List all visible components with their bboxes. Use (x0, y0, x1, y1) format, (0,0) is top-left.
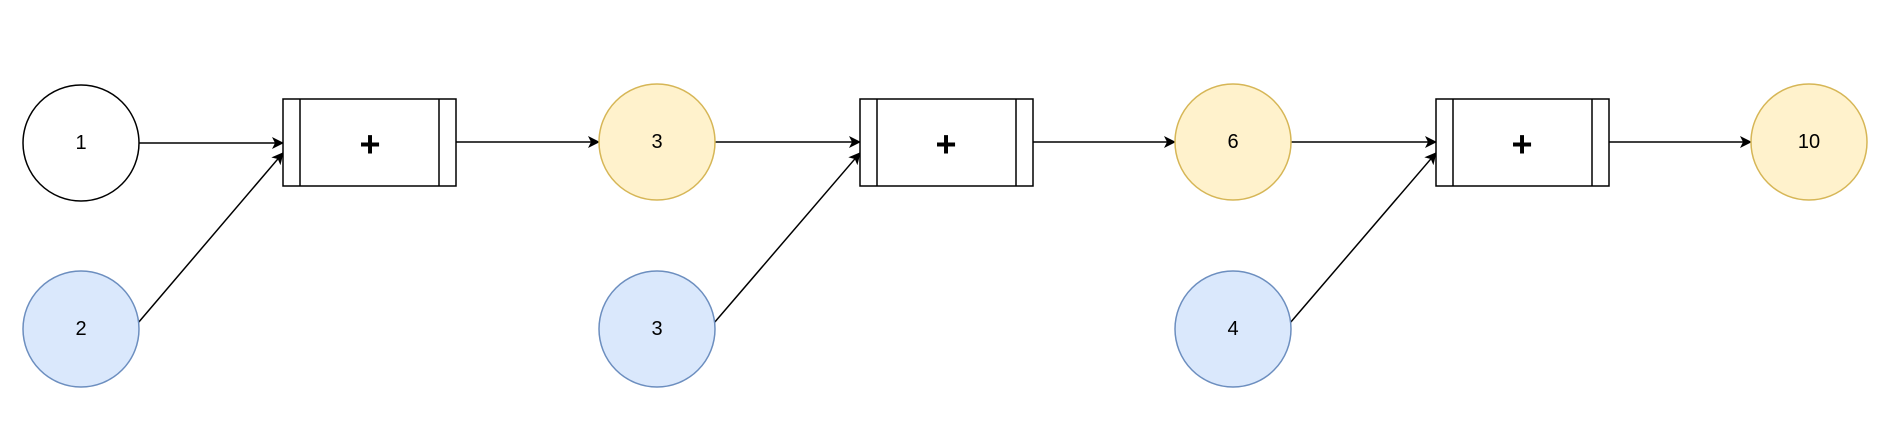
input-node-2: 2 (22, 270, 140, 388)
input-node-3: 3 (598, 270, 716, 388)
node-label: 6 (1227, 131, 1238, 153)
input-node-4: 4 (1174, 270, 1292, 388)
result-node-6: 6 (1174, 83, 1292, 201)
node-label: 3 (651, 318, 662, 340)
edge-n4-to-p3 (1289, 152, 1437, 324)
node-circle (598, 270, 716, 388)
node-circle (1750, 83, 1868, 201)
process-box (282, 98, 457, 187)
value-node-1: 1 (22, 84, 140, 202)
plus-operator-label: + (359, 124, 380, 165)
process-box (859, 98, 1034, 187)
node-circle (22, 270, 140, 388)
node-circle (1174, 83, 1292, 201)
add-process-1: + (282, 98, 457, 187)
plus-operator-label: + (1511, 124, 1532, 165)
node-circle (598, 83, 716, 201)
node-label: 10 (1798, 131, 1820, 153)
node-circle (1174, 270, 1292, 388)
node-label: 1 (75, 132, 86, 154)
result-node-3: 3 (598, 83, 716, 201)
edge-n3b-to-p2 (713, 152, 861, 324)
node-label: 2 (75, 318, 86, 340)
result-node-10: 10 (1750, 83, 1868, 201)
node-label: 3 (651, 131, 662, 153)
add-process-2: + (859, 98, 1034, 187)
node-circle (22, 84, 140, 202)
process-box (1435, 98, 1610, 187)
edge-n2-to-p1 (137, 152, 284, 324)
node-label: 4 (1227, 318, 1238, 340)
add-process-3: + (1435, 98, 1610, 187)
edge-layer (137, 136, 1752, 324)
plus-operator-label: + (935, 124, 956, 165)
